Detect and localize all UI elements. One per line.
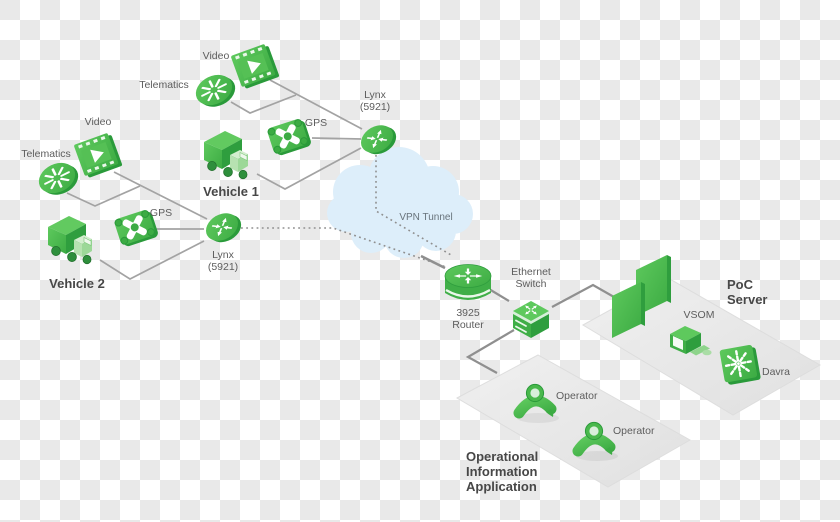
lynx2-label: Lynx (5921) [207,249,239,273]
vpn-cloud [327,147,473,258]
vpn-tunnel-label: VPN Tunnel [399,212,453,223]
telematics-icon [189,66,242,115]
vehicle1-label: Vehicle 1 [203,184,259,199]
davra-label: Davra [762,366,791,378]
vpn-dotted-line-lynx2 [241,227,447,268]
router-3925-icon [444,264,492,300]
cloud-to-router-line [420,254,446,270]
truck-icon [47,215,93,265]
ethernet-switch-label: Ethernet Switch [511,266,551,290]
core-links [465,283,615,374]
ethernet-switch-icon [513,301,549,338]
telematics-icon [32,154,85,203]
lynx1-label: Lynx (5921) [359,89,391,113]
vehicle2-label: Vehicle 2 [49,276,105,291]
poc-server-title: PoC Server [727,277,768,307]
davra-icon [718,342,763,387]
lynx-router-icon [201,207,246,249]
operational-app-title: Operational Information Application [466,449,539,494]
vsom-label: VSOM [683,309,715,321]
vehicle1-video-label: Video [202,50,230,62]
vehicle2-video-label: Video [84,116,112,128]
server-screen-icon [612,282,645,338]
vehicle1-telematics-label: Telematics [139,79,189,91]
operational-app-platform [455,354,692,488]
vehicle2-telematics-label: Telematics [21,148,71,160]
vehicle1-gps-label: GPS [304,117,328,129]
operator1-label: Operator [556,390,598,402]
router-3925-label: 3925 Router [452,307,484,331]
cluster-links [66,79,363,280]
video-icon [230,42,280,90]
vehicle2-gps-label: GPS [149,207,173,219]
operator2-label: Operator [613,425,655,437]
truck-icon [203,130,249,180]
